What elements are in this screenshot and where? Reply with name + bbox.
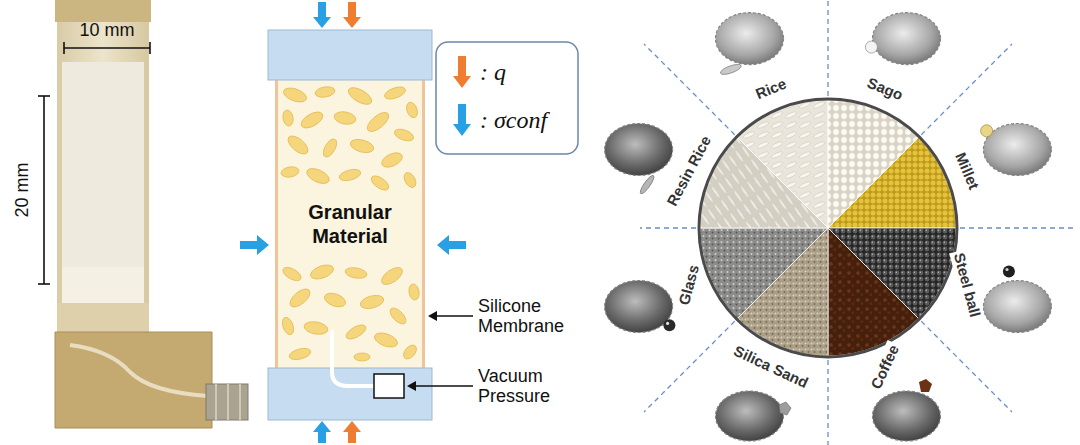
cell-schematic (268, 30, 432, 420)
legend-frame (436, 42, 578, 154)
dimension-label: 10 mm (79, 19, 134, 41)
material-label: Sago (863, 73, 907, 105)
leader-arrows (407, 311, 473, 391)
material-label: Rice (751, 74, 791, 104)
part-label: Vacuum Pressure (478, 366, 570, 406)
region-label: Granular Material (290, 200, 410, 248)
granular-region: Granular Material (277, 80, 423, 368)
grain-icons (638, 41, 1015, 415)
part-label: Silicone Membrane (478, 296, 578, 336)
sample-photo (55, 0, 248, 428)
load-arrows (240, 2, 466, 443)
dashed-dividers (640, 0, 1075, 445)
sem-insets (605, 13, 1052, 441)
material-label: Glass (675, 261, 704, 309)
dimension-label: 20 mm (11, 162, 33, 217)
legend-label: : σconf (480, 106, 547, 134)
material-label: Steel ball (949, 249, 984, 321)
materials-plate (699, 99, 957, 357)
legend-label: : q (480, 58, 506, 86)
dimension-lines (38, 42, 150, 284)
material-label: Millet (950, 148, 983, 194)
